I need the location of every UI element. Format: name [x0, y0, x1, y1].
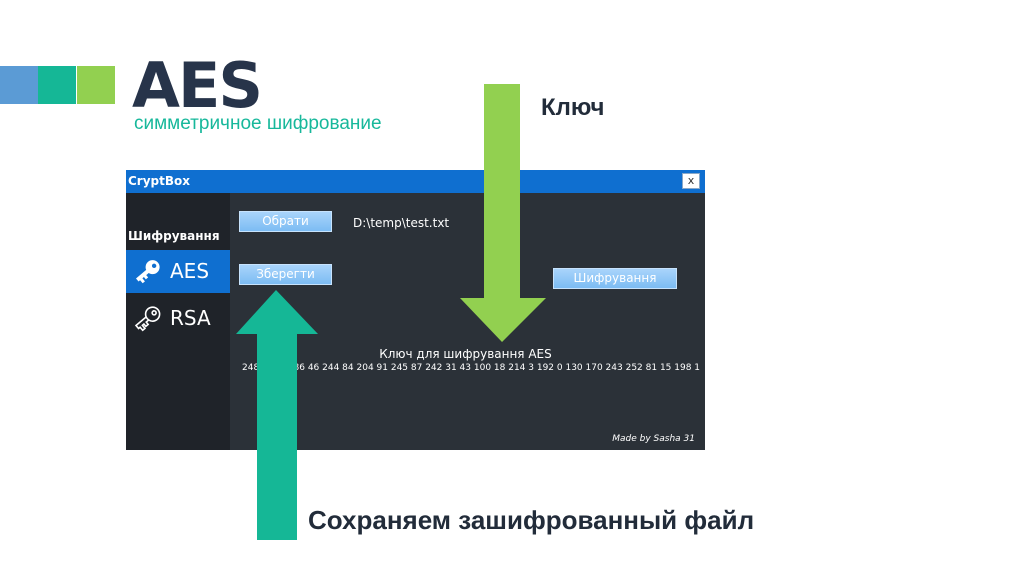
key-outline-icon	[134, 306, 161, 332]
window-title: CryptBox	[128, 174, 191, 188]
callout-save-file: Сохраняем зашифрованный файл	[308, 505, 755, 535]
key-label: Ключ для шифрування AES	[379, 347, 552, 361]
sidebar-item-label: AES	[170, 259, 210, 283]
decor-square-green	[77, 66, 115, 104]
cryptbox-window: CryptBox x Шифрування AES	[126, 170, 705, 450]
made-by-label: Made by Sasha 31	[612, 434, 695, 444]
sidebar-item-aes[interactable]: AES	[126, 250, 230, 293]
decor-square-teal	[38, 66, 76, 104]
key-value: 248 ... 45 186 46 244 84 204 91 245 87 2…	[242, 363, 701, 373]
arrow-down-icon	[460, 84, 546, 342]
file-path: D:\temp\test.txt	[353, 216, 450, 230]
window-titlebar: CryptBox x	[126, 170, 705, 193]
sidebar-section-title: Шифрування	[128, 229, 220, 243]
key-icon	[135, 260, 160, 284]
decor-square-blue	[0, 66, 38, 104]
slide-subtitle: симметричное шифрование	[134, 113, 382, 134]
slide-title: AES	[132, 49, 263, 122]
sidebar-item-rsa[interactable]: RSA	[126, 297, 230, 340]
choose-file-button[interactable]: Обрати	[239, 211, 332, 232]
arrow-up-icon	[236, 290, 318, 540]
encrypt-button[interactable]: Шифрування	[553, 268, 677, 289]
callout-key: Ключ	[541, 94, 605, 121]
sidebar-item-label: RSA	[170, 306, 211, 330]
close-button[interactable]: x	[682, 173, 700, 189]
sidebar: Шифрування AES RSA	[126, 193, 230, 450]
save-button[interactable]: Зберегти	[239, 264, 332, 285]
